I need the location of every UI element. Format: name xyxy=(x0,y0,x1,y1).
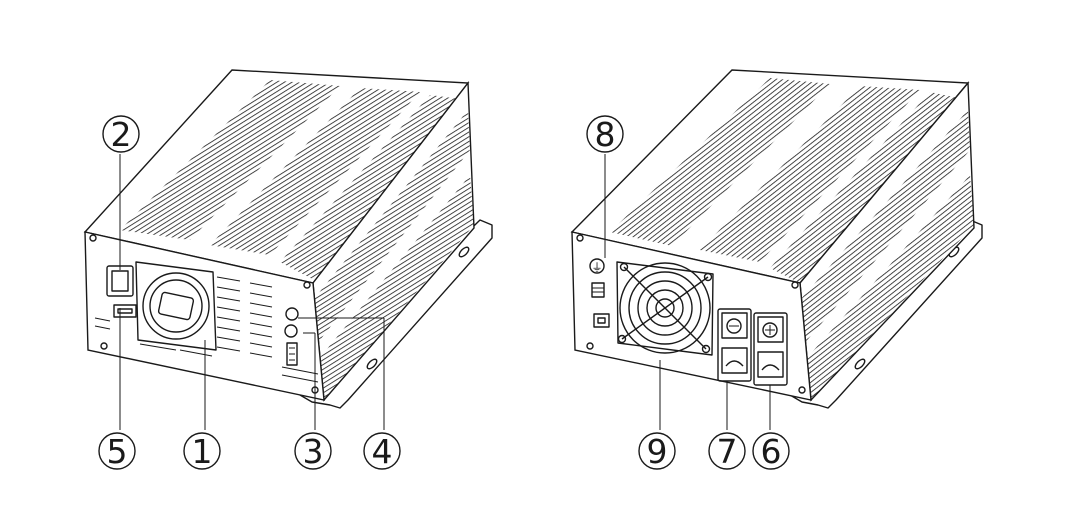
dc-terminal-negative xyxy=(717,308,752,382)
ventilation-slots xyxy=(94,276,319,383)
ac-socket xyxy=(142,272,210,340)
screw xyxy=(586,342,594,350)
usb-port xyxy=(113,304,137,318)
front-view xyxy=(83,69,493,430)
screw xyxy=(798,386,806,394)
power-switch-rocker xyxy=(111,270,129,292)
callout-9-label: 9 xyxy=(647,432,668,471)
callout-3: 3 xyxy=(294,432,332,471)
mounting-flange xyxy=(299,219,493,409)
callout-2: 2 xyxy=(102,115,140,154)
remote-port xyxy=(593,313,610,328)
heat-sink-fins-side xyxy=(313,110,474,400)
ground-terminal xyxy=(591,282,605,298)
flange-slot xyxy=(366,358,378,370)
cooling-fan xyxy=(616,261,714,356)
front-panel xyxy=(84,231,325,401)
heat-sink-fins-top xyxy=(610,78,968,283)
callout-7-label: 7 xyxy=(717,432,738,471)
screw xyxy=(89,234,97,242)
ground-icon: ⏚ xyxy=(592,261,603,274)
callout-6: 6 xyxy=(752,432,790,471)
indicator-display xyxy=(286,342,298,366)
callout-8-label: 8 xyxy=(595,115,616,154)
leader-lines xyxy=(604,154,771,430)
callout-1-label: 1 xyxy=(192,432,213,471)
screw xyxy=(100,342,108,350)
rear-view: ⏚ xyxy=(570,69,983,430)
callout-3-label: 3 xyxy=(303,432,324,471)
screw xyxy=(791,281,799,289)
callout-4: 4 xyxy=(363,432,401,471)
heat-sink-fins-side xyxy=(800,110,974,400)
fault-led xyxy=(284,324,298,338)
ac-socket-frame xyxy=(135,261,217,351)
screw xyxy=(576,234,584,242)
callout-5-label: 5 xyxy=(107,432,128,471)
callout-4-label: 4 xyxy=(372,432,393,471)
ground-symbol-ring xyxy=(589,258,605,274)
status-led xyxy=(285,307,299,321)
remote-port-inner xyxy=(597,317,606,324)
screw xyxy=(303,281,311,289)
flange-slot xyxy=(458,246,470,258)
callout-5: 5 xyxy=(98,432,136,471)
heat-sink-fins-top xyxy=(120,80,468,283)
callout-1: 1 xyxy=(183,432,221,471)
callout-2-label: 2 xyxy=(111,115,132,154)
leader-lines xyxy=(119,154,385,430)
callout-9: 9 xyxy=(638,432,676,471)
callout-8: 8 xyxy=(586,115,624,154)
usb-port-slot xyxy=(117,308,133,314)
callout-6-label: 6 xyxy=(761,432,782,471)
callout-7: 7 xyxy=(708,432,746,471)
flange-slot xyxy=(854,358,866,370)
ac-socket-inner xyxy=(149,279,203,333)
ac-socket-slot xyxy=(157,291,195,321)
